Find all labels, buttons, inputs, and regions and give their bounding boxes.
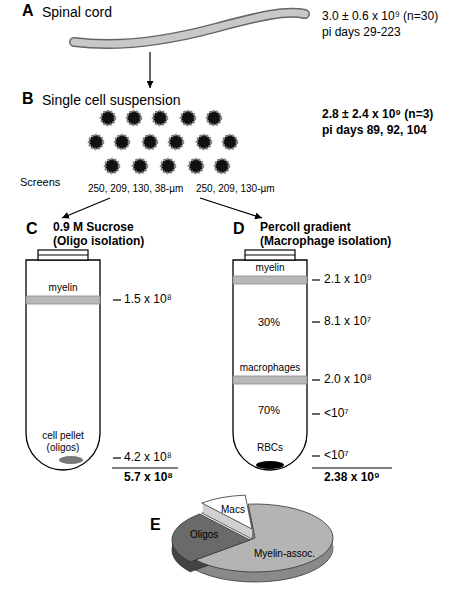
count-value: <10⁷: [324, 407, 349, 421]
panel-group: A Spinal cord 3.0 ± 0.6 x 10⁹ (n=30) pi day…: [0, 0, 460, 52]
centrifuge-tube: C 0.9 M Sucrose(Oligo isolation) myelin cel…: [18, 218, 183, 476]
cell-dot: [105, 159, 119, 173]
sum-line: [312, 467, 392, 468]
cell-dot: [189, 159, 203, 173]
band-label: myelin: [233, 262, 307, 274]
pie-chart: E MacsOligosMyelin-assoc.: [150, 488, 360, 594]
panel-title: Spinal cord: [42, 4, 112, 20]
panel-letter: B: [22, 90, 34, 108]
cell-count: 2.8 ± 2.4 x 10⁹ (n=3): [322, 108, 433, 122]
flow-arrow: [62, 198, 110, 218]
flow-arrow: [149, 52, 150, 88]
cell-dot: [207, 111, 221, 125]
screen-label: Screens: [20, 176, 60, 189]
sum-line: [112, 467, 178, 468]
screen-sizes: 250, 209, 130-µm: [196, 183, 275, 195]
tick-mark: [113, 457, 121, 458]
cell-dot: [197, 135, 211, 149]
total-value: 5.7 x 10⁸: [124, 471, 173, 485]
cell-count: 3.0 ± 0.6 x 10⁹ (n=30): [322, 10, 438, 24]
panel-subtitle: (Oligo isolation): [53, 235, 144, 249]
slice-label: Macs: [221, 504, 245, 516]
count-value: 1.5 x 10⁸: [124, 293, 172, 307]
panel-title: Percoll gradient: [260, 221, 351, 235]
tube-outline: [225, 218, 450, 476]
band-label: myelin: [26, 282, 100, 294]
gradient-band: macrophages: [233, 362, 307, 386]
cell-dot: [89, 135, 103, 149]
tick-mark: [312, 279, 320, 280]
percent-label: 70%: [258, 404, 280, 417]
tick-mark: [312, 379, 320, 380]
gradient-band: myelin: [233, 262, 307, 286]
tick-mark: [312, 321, 320, 322]
panel-group: B Single cell suspension 2.8 ± 2.4 x 10⁹ (…: [0, 88, 460, 198]
tube-cap-line: [38, 255, 88, 256]
panel-letter: A: [22, 2, 34, 20]
gradient-band: myelin: [26, 282, 100, 306]
pellet-blob: [256, 461, 284, 469]
layer-band: [233, 376, 307, 384]
centrifuge-tube: D Percoll gradient(Macrophage isolation) m…: [225, 218, 450, 476]
count-value: 2.1 x 10⁹: [324, 273, 372, 287]
band-label: macrophages: [233, 362, 307, 374]
cell-dot: [101, 111, 115, 125]
cell-dot: [115, 135, 129, 149]
pellet-blob: [59, 456, 83, 464]
flow-arrow: [200, 198, 262, 218]
cell-dot: [169, 135, 183, 149]
cell-dot: [127, 111, 141, 125]
screen-sizes: 250, 209, 130, 38-µm: [88, 183, 183, 195]
pie-outline: [150, 488, 360, 594]
panel-letter: E: [150, 516, 161, 534]
total-value: 2.38 x 10⁹: [324, 471, 380, 485]
cell-dot: [223, 135, 237, 149]
panel-letter: C: [26, 220, 38, 238]
tube-cap: [38, 250, 88, 260]
tick-mark: [113, 299, 121, 300]
percent-label: 30%: [258, 316, 280, 329]
cell-pellet: RBCs: [233, 440, 307, 470]
pie-slice: [202, 495, 252, 529]
panel-title: 0.9 M Sucrose: [53, 221, 134, 235]
tube-cap: [245, 250, 295, 260]
cell-dot: [133, 159, 147, 173]
tube-cap-line: [245, 255, 295, 256]
tick-mark: [312, 455, 320, 456]
layer-band: [26, 296, 100, 304]
time-range: pi days 89, 92, 104: [322, 124, 427, 138]
count-value: 4.2 x 10⁸: [124, 451, 172, 465]
cell-dot: [161, 159, 175, 173]
count-value: <10⁷: [324, 449, 349, 463]
cell-cluster: [89, 111, 237, 173]
count-value: 8.1 x 10⁷: [324, 315, 371, 329]
count-value: 2.0 x 10⁸: [324, 373, 372, 387]
layer-band: [233, 276, 307, 284]
tube-body: [26, 260, 100, 470]
pellet-label: RBCs: [233, 442, 307, 454]
panel-subtitle: (Macrophage isolation): [260, 235, 391, 249]
tick-mark: [312, 413, 320, 414]
cell-dot: [143, 135, 157, 149]
slice-label: Oligos: [190, 529, 218, 541]
time-range: pi days 29-223: [322, 26, 401, 40]
cell-dot: [181, 111, 195, 125]
cell-dot: [215, 159, 229, 173]
pellet-label: cell pellet (oligos): [33, 430, 93, 453]
tube-body: [233, 260, 307, 470]
panel-title: Single cell suspension: [42, 92, 181, 108]
cell-dot: [153, 111, 167, 125]
panel-letter: D: [233, 220, 245, 238]
cell-pellet: cell pellet (oligos): [26, 430, 100, 466]
slice-label: Myelin-assoc.: [254, 548, 315, 560]
